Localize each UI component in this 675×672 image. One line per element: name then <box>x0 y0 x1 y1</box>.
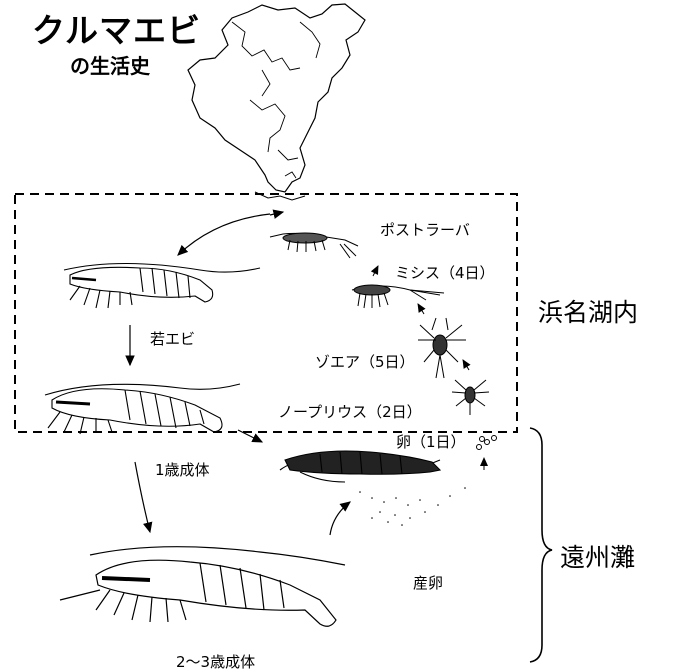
sea-bracket <box>529 427 553 663</box>
label-juvenile: 若エビ <box>150 330 196 348</box>
label-postlarva: ポストラーバ <box>380 221 470 239</box>
label-adult-1yr: 1歳成体 <box>155 461 210 479</box>
adult-2-3yr-shrimp <box>59 546 346 627</box>
label-adult-2-3yr: 2～3歳成体 <box>176 653 256 671</box>
arrow-mysis-to-postlarva <box>370 265 379 277</box>
diagram-title: クルマエビ <box>32 11 202 50</box>
arrow-adult-to-sea <box>237 429 264 443</box>
arrow-lake-to-juvenile <box>177 213 271 256</box>
label-mysis: ミシス（4日） <box>395 264 495 282</box>
lake-map-inner <box>231 21 321 179</box>
label-zoea: ゾエア（5日） <box>315 353 415 371</box>
juvenile-shrimp <box>63 262 261 309</box>
postlarva <box>269 232 359 259</box>
nauplius-larva <box>451 379 490 415</box>
diagram-subtitle: の生活史 <box>70 54 150 78</box>
arrow-postlarva-in <box>269 209 285 219</box>
lake-outlet <box>254 191 306 201</box>
adult-1yr-shrimp <box>44 383 241 435</box>
arrow-nauplius-to-zoea <box>462 359 471 371</box>
label-egg: 卵（1日） <box>396 433 466 451</box>
released-eggs <box>359 487 466 526</box>
spawning-shrimp <box>279 450 442 483</box>
region-sea: 遠州灘 <box>560 543 636 572</box>
zoea-larva <box>418 317 466 379</box>
eggs <box>476 435 497 450</box>
region-lake: 浜名湖内 <box>538 298 639 327</box>
mysis-larva <box>351 284 445 309</box>
arrow-spawn <box>329 501 351 536</box>
label-nauplius: ノープリウス（2日） <box>278 403 422 421</box>
arrow-1yr-to-2-3yr <box>134 461 153 534</box>
lake-boundary <box>14 193 518 433</box>
label-spawning: 産卵 <box>413 574 444 592</box>
arrow-zoea-to-mysis <box>417 303 426 315</box>
lake-map <box>187 3 366 193</box>
